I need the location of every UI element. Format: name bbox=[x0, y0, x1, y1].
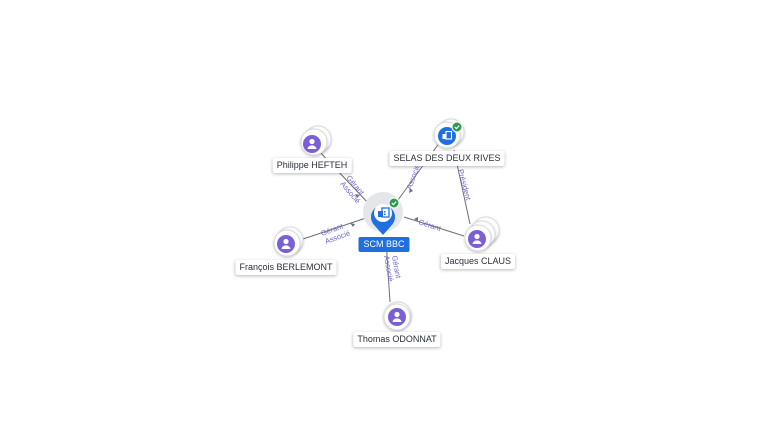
node-jacques-claus[interactable] bbox=[464, 216, 500, 252]
edge-label-thomas-2: Associé bbox=[382, 255, 395, 282]
arrow-jacques bbox=[414, 217, 418, 221]
node-label-francois[interactable]: François BERLEMONT bbox=[235, 260, 337, 275]
node-label-thomas[interactable]: Thomas ODONNAT bbox=[353, 332, 441, 347]
verified-check-icon bbox=[451, 121, 463, 133]
edge-label-selas: Associé bbox=[404, 163, 421, 191]
edge-label-jacques: Gérant bbox=[417, 217, 442, 233]
node-label-jacques[interactable]: Jacques CLAUS bbox=[440, 254, 516, 269]
node-scm-bbc[interactable] bbox=[363, 192, 403, 235]
edge-label-jacques-selas: Président bbox=[456, 168, 473, 202]
node-label-philippe[interactable]: Philippe HEFTEH bbox=[272, 158, 352, 173]
building-icon bbox=[378, 207, 390, 218]
arrow-philippe bbox=[355, 194, 360, 198]
edge-francois bbox=[299, 217, 367, 241]
edge-jacques bbox=[403, 216, 465, 237]
node-francois-berlemont[interactable] bbox=[273, 226, 304, 257]
node-label-selas[interactable]: SELAS DES DEUX RIVES bbox=[389, 151, 505, 166]
verified-check-icon bbox=[388, 197, 400, 209]
arrow-francois bbox=[350, 223, 355, 227]
node-selas-des-deux-rives[interactable] bbox=[433, 118, 465, 149]
node-philippe-hefteh[interactable] bbox=[300, 125, 332, 156]
edge-label-thomas-1: Gérant bbox=[390, 255, 403, 280]
arrow-selas bbox=[409, 188, 413, 193]
node-thomas-odonnat[interactable] bbox=[383, 301, 412, 331]
node-label-scm-bbc[interactable]: SCM BBC bbox=[358, 237, 410, 252]
